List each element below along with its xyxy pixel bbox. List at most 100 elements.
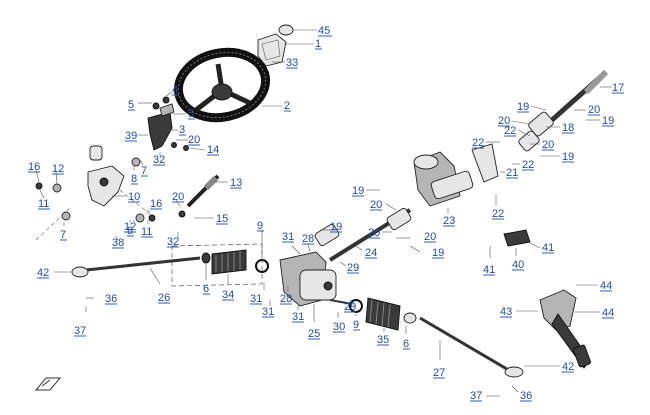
callout: 43	[500, 306, 538, 318]
svg-text:11: 11	[38, 198, 49, 210]
callout: 6	[403, 326, 410, 350]
svg-text:38: 38	[112, 237, 124, 249]
callout: 20	[530, 139, 554, 151]
svg-text:42: 42	[562, 361, 574, 373]
svg-text:23: 23	[443, 215, 455, 227]
callout: 44	[574, 307, 614, 319]
svg-text:41: 41	[483, 264, 495, 276]
gas-strut	[186, 174, 220, 208]
svg-text:37: 37	[470, 390, 482, 402]
callout: 41	[527, 241, 554, 254]
svg-text:36: 36	[520, 390, 532, 402]
svg-text:44: 44	[600, 280, 612, 292]
callout: 2	[262, 100, 291, 112]
svg-text:20: 20	[172, 191, 184, 203]
svg-text:22: 22	[492, 208, 504, 220]
svg-text:21: 21	[506, 167, 518, 179]
callout: 22	[504, 125, 531, 137]
svg-text:27: 27	[433, 367, 445, 379]
svg-text:25: 25	[308, 328, 320, 340]
callout: 29	[344, 299, 356, 313]
svg-text:8: 8	[127, 225, 133, 237]
callout: 18	[546, 122, 574, 134]
callout: 7	[60, 222, 67, 241]
callout: 19	[409, 245, 444, 259]
callout: 37	[74, 306, 87, 337]
callout: 40	[512, 248, 524, 271]
svg-text:31: 31	[292, 311, 304, 323]
callout: 19	[586, 115, 614, 127]
left-tie-rod	[71, 243, 263, 287]
callout: 8	[127, 220, 134, 237]
callout: 29	[339, 261, 359, 274]
svg-text:36: 36	[105, 293, 117, 305]
svg-text:37: 37	[74, 325, 86, 337]
callout: 42	[37, 267, 72, 279]
svg-text:12: 12	[124, 221, 136, 233]
callout: 33	[272, 57, 298, 69]
callout: 41	[483, 246, 495, 276]
callout: 16	[145, 198, 162, 213]
callout: 11	[38, 189, 50, 210]
callout: 16	[28, 161, 40, 183]
svg-text:31: 31	[262, 306, 274, 318]
callout: 5	[128, 99, 152, 111]
callout: 32	[167, 232, 179, 248]
svg-text:18: 18	[562, 122, 574, 134]
svg-text:19: 19	[432, 247, 444, 259]
callout: 11	[141, 220, 153, 238]
svg-text:33: 33	[286, 57, 298, 69]
callout: 5	[172, 108, 195, 120]
svg-text:16: 16	[28, 161, 40, 173]
callout: 35	[377, 328, 389, 346]
callout: 25	[308, 304, 320, 340]
svg-text:31: 31	[282, 231, 294, 243]
callout: 3	[168, 124, 186, 136]
callout: 31	[250, 282, 265, 305]
svg-text:3: 3	[179, 124, 185, 136]
svg-text:16: 16	[150, 198, 162, 210]
svg-text:29: 29	[347, 262, 359, 274]
svg-text:19: 19	[602, 115, 614, 127]
callout: 30	[333, 312, 345, 333]
svg-text:12: 12	[52, 163, 64, 175]
svg-text:30: 30	[333, 321, 345, 333]
callout: 19	[320, 221, 342, 233]
callout: 20	[368, 227, 392, 239]
svg-text:20: 20	[188, 134, 200, 146]
svg-text:8: 8	[131, 173, 137, 185]
callout: 20	[370, 199, 397, 211]
callout: 36	[511, 385, 532, 402]
callout: 9	[257, 220, 264, 258]
callout: 44	[576, 280, 612, 292]
callout: 8	[131, 166, 138, 185]
callout: 32	[153, 152, 165, 166]
callout: 31	[292, 304, 304, 323]
callout: 21	[500, 167, 518, 179]
upper-steering-shaft	[518, 69, 609, 152]
svg-text:20: 20	[424, 231, 436, 243]
svg-text:26: 26	[158, 292, 170, 304]
callout: 28	[280, 286, 292, 305]
svg-text:34: 34	[222, 289, 234, 301]
direction-arrow	[34, 377, 62, 391]
svg-text:6: 6	[203, 283, 209, 295]
svg-text:20: 20	[370, 199, 382, 211]
svg-text:41: 41	[542, 242, 554, 254]
svg-text:42: 42	[37, 267, 49, 279]
callout: 26	[149, 267, 170, 304]
callout: 20	[396, 231, 436, 243]
svg-text:32: 32	[167, 236, 179, 248]
svg-text:14: 14	[207, 144, 219, 156]
callout: 17	[600, 82, 624, 94]
callout: 22	[492, 194, 504, 220]
callout: 15	[194, 213, 228, 225]
svg-text:19: 19	[562, 151, 574, 163]
callout: 20	[498, 115, 531, 127]
callout: 14	[189, 144, 219, 156]
svg-text:28: 28	[280, 293, 292, 305]
callout: 9	[353, 314, 360, 331]
callout: 19	[352, 185, 380, 197]
intermediate-shaft	[314, 207, 412, 262]
svg-text:40: 40	[512, 259, 524, 271]
